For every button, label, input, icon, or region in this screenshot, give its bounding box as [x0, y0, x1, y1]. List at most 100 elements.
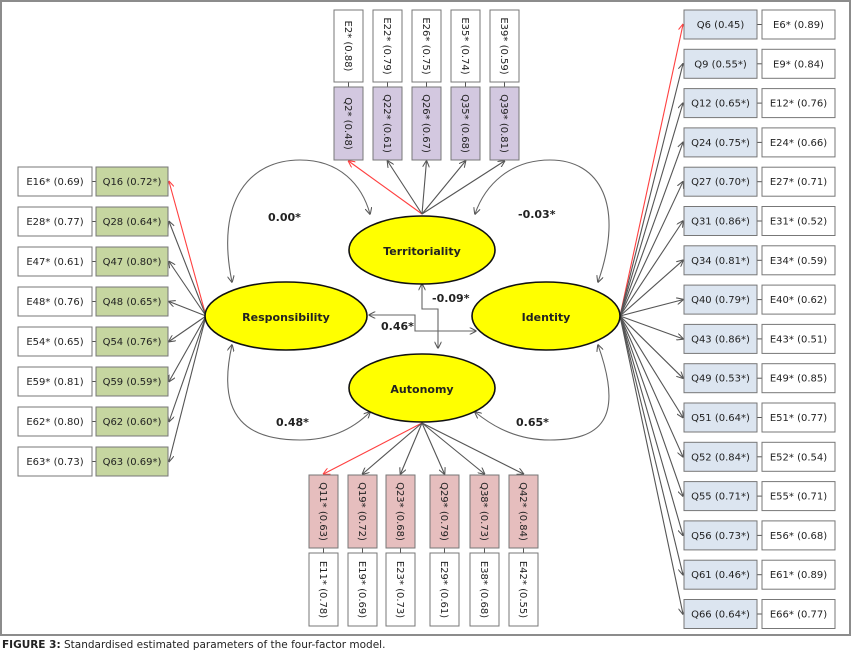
corr-label-territoriality-autonomy: -0.09* [432, 292, 470, 305]
item-box-q54: Q54 (0.76*) [95, 326, 169, 357]
error-box-e34-label: E34* (0.59) [770, 256, 827, 267]
item-box-q9: Q9 (0.55*) [683, 48, 758, 79]
loading-arrow-q12 [619, 103, 683, 317]
error-box-e47: E47* (0.61) [17, 246, 93, 277]
loading-arrow-q61 [619, 315, 683, 575]
item-box-q59: Q59 (0.59*) [95, 366, 169, 397]
loading-arrow-q52 [619, 315, 683, 457]
loading-arrows [92, 25, 762, 615]
item-box-q43-label: Q43 (0.86*) [691, 334, 750, 345]
error-box-e55-label: E55* (0.71) [770, 492, 827, 503]
error-box-e23-label: E23* (0.73) [394, 561, 405, 618]
error-box-e54-label: E54* (0.65) [26, 337, 83, 348]
correlation-arrows [227, 159, 610, 441]
sem-diagram: E16* (0.69)Q16 (0.72*)E28* (0.77)Q28 (0.… [17, 9, 836, 629]
error-box-e59-label: E59* (0.81) [26, 377, 83, 388]
error-box-e35: E35* (0.74) [450, 9, 481, 83]
loading-arrow-q66 [619, 315, 683, 614]
item-box-q39-label: Q39* (0.81) [498, 94, 509, 153]
corr-label-territoriality-identity: -0.03* [518, 208, 556, 221]
error-box-e23: E23* (0.73) [385, 552, 416, 627]
item-box-q28: Q28 (0.64*) [95, 206, 169, 237]
error-box-e63: E63* (0.73) [17, 446, 93, 477]
factor-label-identity: Identity [522, 311, 571, 324]
item-box-q62-label: Q62 (0.60*) [103, 417, 162, 428]
item-box-q11: Q11* (0.63) [308, 474, 339, 549]
item-box-q55-label: Q55 (0.71*) [691, 492, 750, 503]
item-box-q35: Q35* (0.68) [450, 86, 481, 161]
item-box-q12-label: Q12 (0.65*) [691, 99, 750, 110]
error-box-e6-label: E6* (0.89) [773, 20, 824, 31]
factor-label-territoriality: Territoriality [383, 245, 461, 258]
error-box-e47-label: E47* (0.61) [26, 257, 83, 268]
corr-arrow-responsibility-identity [369, 315, 476, 331]
item-box-q38: Q38* (0.73) [469, 474, 500, 549]
error-box-e34: E34* (0.59) [761, 245, 836, 276]
item-box-q35-label: Q35* (0.68) [459, 94, 470, 153]
error-box-e42: E42* (0.55) [508, 552, 539, 627]
item-box-q24-label: Q24 (0.75*) [691, 138, 750, 149]
error-box-e52: E52* (0.54) [761, 441, 836, 472]
error-box-e2-label: E2* (0.88) [342, 21, 353, 72]
item-box-q42: Q42* (0.84) [508, 474, 539, 549]
error-box-e49: E49* (0.85) [761, 363, 836, 394]
error-box-e61: E61* (0.89) [761, 559, 836, 590]
factor-label-responsibility: Responsibility [242, 311, 330, 324]
error-box-e52-label: E52* (0.54) [770, 452, 827, 463]
item-box-q2: Q2* (0.48) [333, 86, 364, 161]
item-box-q23: Q23* (0.68) [385, 474, 416, 549]
loading-arrow-q39 [421, 161, 505, 215]
item-box-q49: Q49 (0.53*) [683, 363, 758, 394]
item-box-q59-label: Q59 (0.59*) [103, 377, 162, 388]
error-box-e49-label: E49* (0.85) [770, 374, 827, 385]
error-box-e55: E55* (0.71) [761, 481, 836, 512]
figure-caption: FIGURE 3: Standardised estimated paramet… [2, 639, 385, 651]
error-box-e31: E31* (0.52) [761, 206, 836, 236]
item-box-q16: Q16 (0.72*) [95, 166, 169, 197]
caption-label: FIGURE 3: [2, 639, 61, 651]
error-box-e26-label: E26* (0.75) [420, 17, 431, 74]
error-box-e19: E19* (0.69) [347, 552, 378, 627]
error-box-e51-label: E51* (0.77) [770, 413, 827, 424]
error-box-e9-label: E9* (0.84) [773, 59, 824, 70]
loading-arrow-q19 [363, 422, 423, 474]
item-box-q63: Q63 (0.69*) [95, 446, 169, 477]
error-box-e26: E26* (0.75) [411, 9, 442, 83]
item-box-q22: Q22* (0.61) [372, 86, 403, 161]
error-box-e48-label: E48* (0.76) [26, 297, 83, 308]
item-box-q34: Q34 (0.81*) [683, 245, 758, 276]
error-box-e19-label: E19* (0.69) [356, 561, 367, 618]
item-box-q12: Q12 (0.65*) [683, 88, 758, 119]
factor-responsibility: Responsibility [204, 281, 368, 351]
item-box-q29-label: Q29* (0.79) [438, 482, 449, 541]
item-box-q31: Q31 (0.86*) [683, 206, 758, 236]
item-box-q48-label: Q48 (0.65*) [103, 297, 162, 308]
item-box-q27-label: Q27 (0.70*) [691, 177, 750, 188]
item-box-q52: Q52 (0.84*) [683, 441, 758, 472]
loading-arrow-q63 [169, 315, 207, 462]
item-box-q47: Q47 (0.80*) [95, 246, 169, 277]
error-box-e16-label: E16* (0.69) [26, 177, 83, 188]
item-box-q49-label: Q49 (0.53*) [691, 374, 750, 385]
item-box-q27: Q27 (0.70*) [683, 166, 758, 197]
item-box-q61: Q61 (0.46*) [683, 559, 758, 590]
item-box-q26: Q26* (0.67) [411, 86, 442, 161]
item-box-q42-label: Q42* (0.84) [517, 482, 528, 541]
error-box-e35-label: E35* (0.74) [459, 17, 470, 74]
error-box-e66: E66* (0.77) [761, 599, 836, 629]
item-box-q66: Q66 (0.64*) [683, 599, 758, 629]
error-box-e56: E56* (0.68) [761, 520, 836, 551]
item-box-q40: Q40 (0.79*) [683, 284, 758, 315]
item-box-q31-label: Q31 (0.86*) [691, 217, 750, 228]
item-box-q11-label: Q11* (0.63) [317, 482, 328, 541]
indicator-boxes: E16* (0.69)Q16 (0.72*)E28* (0.77)Q28 (0.… [17, 9, 836, 629]
item-box-q2-label: Q2* (0.48) [342, 97, 353, 150]
item-box-q62: Q62 (0.60*) [95, 406, 169, 437]
item-box-q51: Q51 (0.64*) [683, 402, 758, 433]
item-box-q56-label: Q56 (0.73*) [691, 531, 750, 542]
error-box-e62-label: E62* (0.80) [26, 417, 83, 428]
corr-arrow-responsibility-territoriality [227, 159, 370, 282]
error-box-e38-label: E38* (0.68) [478, 561, 489, 618]
item-box-q52-label: Q52 (0.84*) [691, 452, 750, 463]
loading-arrow-q34 [619, 260, 683, 317]
